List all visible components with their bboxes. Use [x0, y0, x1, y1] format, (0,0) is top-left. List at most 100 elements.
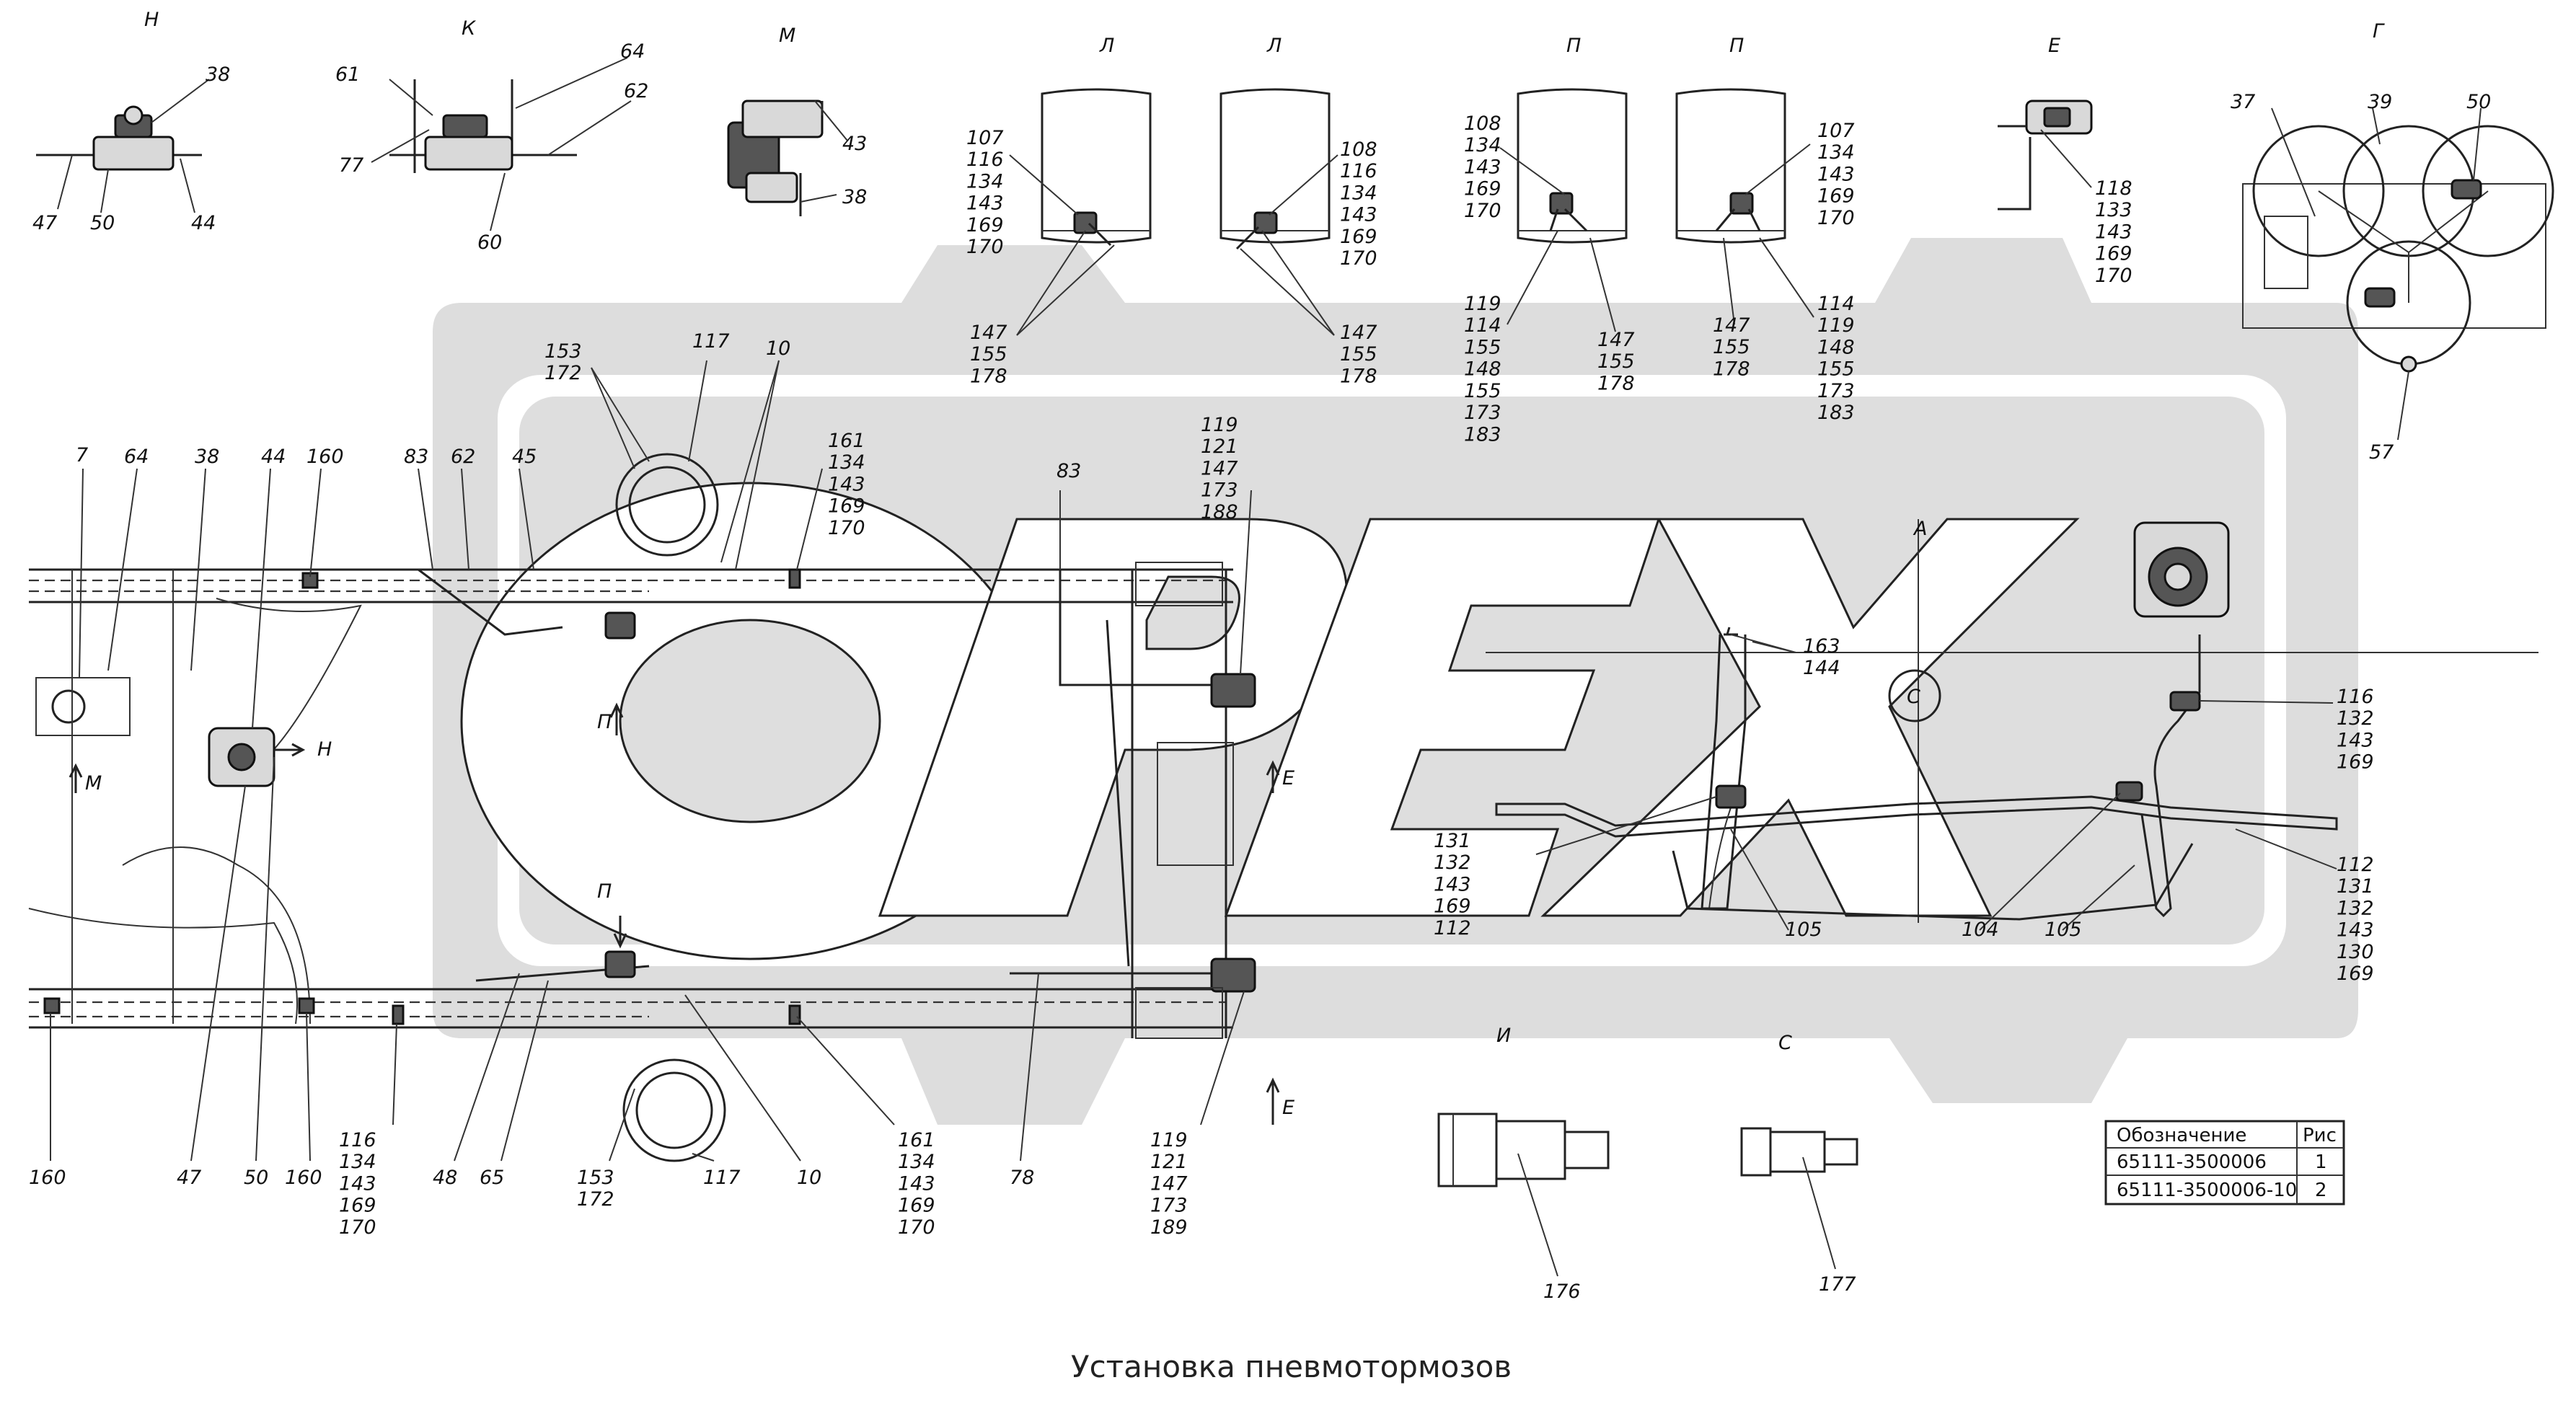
- view-h-label-38: 38: [206, 63, 230, 86]
- arrow-h: Н: [317, 738, 332, 761]
- label-83-left: 83: [404, 446, 428, 468]
- label-78: 78: [1010, 1167, 1034, 1189]
- view-l2-title: Л: [1266, 35, 1282, 57]
- arrow-p-top: П: [597, 711, 612, 733]
- view-m-label-43: 43: [842, 133, 867, 155]
- view-k-label-62: 62: [624, 80, 648, 102]
- arrow-e-bottom: Е: [1282, 1097, 1294, 1119]
- view-h: Н 38 47 50 44: [32, 9, 230, 234]
- watermark: [433, 238, 2358, 1125]
- label-160-top: 160: [306, 446, 344, 468]
- label-45: 45: [512, 446, 537, 468]
- frame-assembly: [28, 360, 1280, 1162]
- arrow-p-bottom: П: [597, 880, 612, 903]
- table-header-designation: Обозначение: [2117, 1125, 2246, 1146]
- assembly-label-104: 104: [1962, 919, 1999, 941]
- drawing-caption: Установка пневмотормозов: [1071, 1349, 1512, 1384]
- assembly-circle-c: С: [1907, 686, 1920, 708]
- view-g-title: Г: [2373, 20, 2385, 43]
- arrow-m: М: [85, 772, 102, 795]
- label-10-bottom: 10: [797, 1167, 821, 1189]
- fitting-i-title: И: [1496, 1025, 1511, 1047]
- table-row-2-fig: 2: [2315, 1180, 2327, 1201]
- designation-table: Обозначение Рис 65111-3500006 1 65111-35…: [2104, 1120, 2345, 1206]
- view-h-label-50: 50: [90, 212, 115, 234]
- label-50: 50: [244, 1167, 268, 1189]
- fitting-c-title: С: [1778, 1032, 1792, 1054]
- view-k-label-61: 61: [335, 63, 360, 86]
- fitting-i-label: 176: [1543, 1280, 1581, 1303]
- view-m: М 43 38: [727, 25, 867, 216]
- view-g: Г 37 39 50 57: [2231, 20, 2554, 464]
- view-l1-title: Л: [1099, 35, 1114, 57]
- view-g-label-39: 39: [2368, 91, 2392, 113]
- view-k-label-77: 77: [339, 154, 363, 177]
- view-h-title: Н: [144, 9, 159, 31]
- view-k-title: К: [462, 17, 477, 40]
- label-160-bl: 160: [29, 1167, 66, 1189]
- arrow-letters: Н М П П Е Е: [85, 711, 1294, 1119]
- table-row-1-designation: 65111-3500006: [2117, 1151, 2267, 1173]
- table-row-1-fig: 1: [2315, 1151, 2327, 1173]
- label-44: 44: [261, 446, 286, 468]
- label-117-bottom: 117: [703, 1167, 741, 1189]
- view-m-label-38: 38: [842, 186, 867, 208]
- label-47: 47: [177, 1167, 201, 1189]
- view-p1-title: П: [1566, 35, 1581, 57]
- label-7: 7: [76, 444, 88, 466]
- assembly-letter-a: А: [1913, 518, 1927, 540]
- label-117-top: 117: [692, 330, 730, 353]
- view-m-title: М: [779, 25, 795, 47]
- table-header-fig: Рис: [2303, 1125, 2337, 1146]
- fitting-c: С 177: [1740, 1032, 1858, 1296]
- label-160-bm: 160: [285, 1167, 322, 1189]
- view-k-label-64: 64: [620, 40, 645, 63]
- table-row-2-designation: 65111-3500006-10: [2117, 1180, 2297, 1201]
- assembly-label-105-left: 105: [1785, 919, 1822, 941]
- label-62: 62: [451, 446, 475, 468]
- view-g-label-37: 37: [2231, 91, 2255, 113]
- fitting-c-label: 177: [1819, 1273, 1856, 1296]
- arrow-e-top: Е: [1282, 767, 1294, 789]
- label-10-top: 10: [766, 337, 790, 360]
- label-38: 38: [195, 446, 219, 468]
- view-h-label-44: 44: [191, 212, 216, 234]
- view-g-label-57: 57: [2369, 441, 2394, 464]
- view-e-title: Е: [2048, 35, 2060, 57]
- label-48: 48: [433, 1167, 457, 1189]
- fitting-i: И 176: [1437, 1025, 1610, 1303]
- label-64: 64: [124, 446, 149, 468]
- label-83-right: 83: [1057, 460, 1081, 482]
- watermark-letter-x: [1540, 518, 2080, 917]
- view-k: К 64 61 62 77 60: [335, 17, 648, 254]
